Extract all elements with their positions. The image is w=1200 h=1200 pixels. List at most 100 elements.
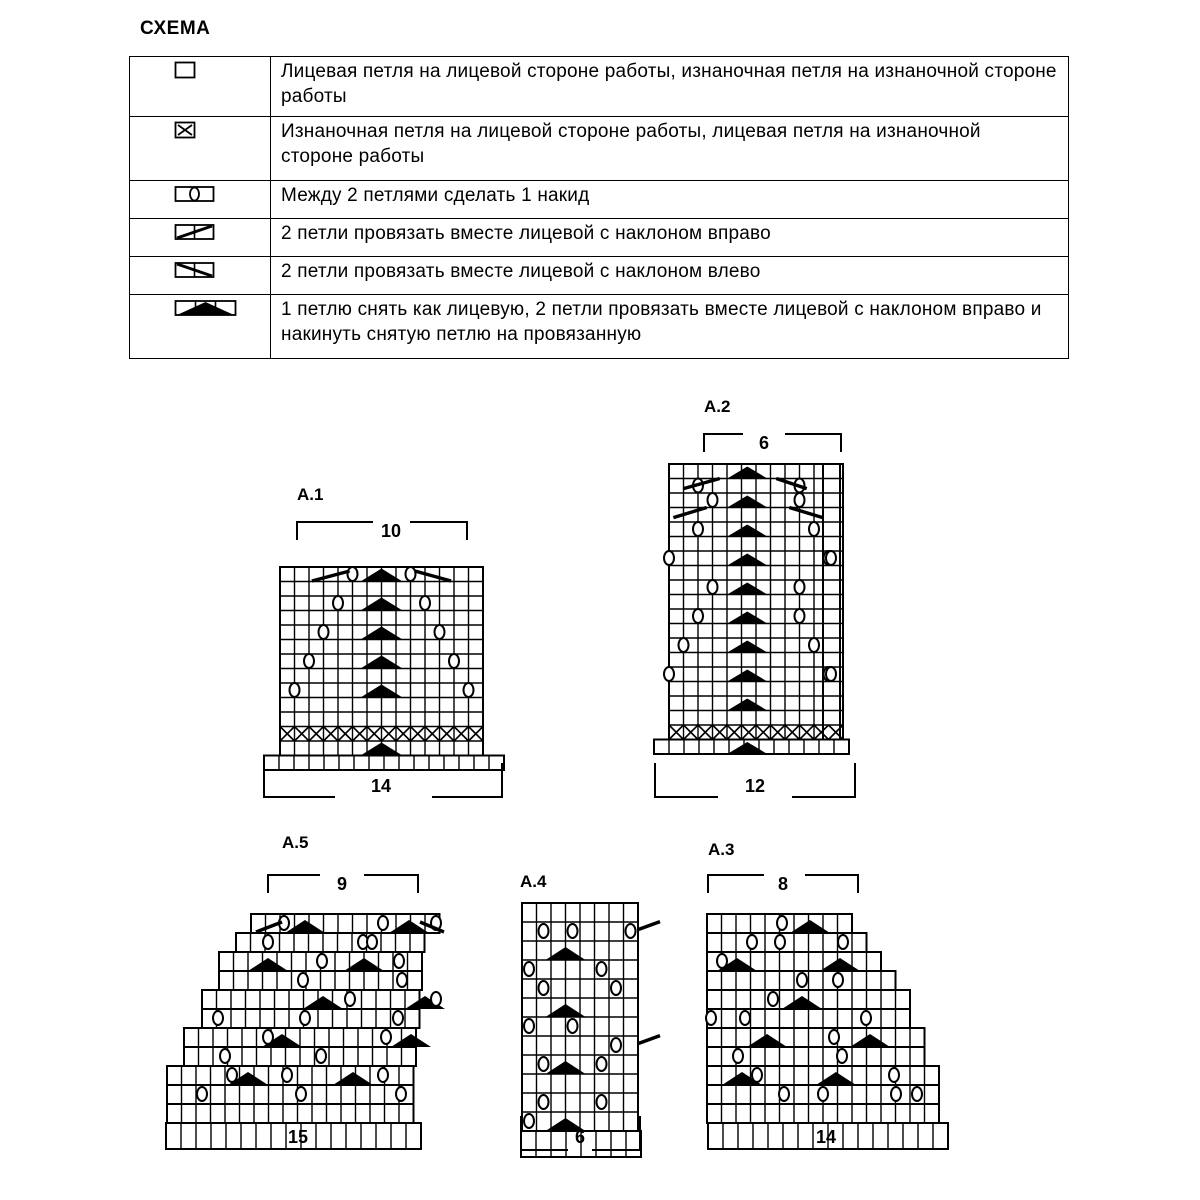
width-bracket xyxy=(654,763,718,798)
yarn-over-mark xyxy=(537,980,550,996)
yarn-over-mark xyxy=(288,682,301,698)
legend-text-double-decrease: 1 петлю снять как лицевую, 2 петли провя… xyxy=(270,294,1069,359)
ssk-left-icon xyxy=(174,262,215,278)
chart-a1 xyxy=(263,521,505,798)
double-decrease-mark xyxy=(727,698,768,711)
double-decrease-mark xyxy=(717,958,757,971)
double-decrease-mark xyxy=(747,1034,787,1047)
double-decrease-mark xyxy=(248,958,288,971)
decrease-slash-mark xyxy=(311,569,351,583)
decrease-slash-mark xyxy=(637,920,661,932)
yarn-over-mark xyxy=(706,579,719,595)
width-bracket xyxy=(520,1116,568,1151)
purl-cross-mark xyxy=(453,725,470,742)
purl-cross-mark xyxy=(279,725,296,742)
yarn-over-mark xyxy=(793,579,806,595)
yarn-over-mark xyxy=(692,521,704,537)
yarn-over-mark xyxy=(595,961,608,977)
yarn-over-mark xyxy=(462,682,475,698)
stitch-count-a3: 14 xyxy=(816,1127,836,1147)
legend-row-ssk: 2 петли провязать вместе лицевой с накло… xyxy=(129,256,1069,295)
yarn-over-mark xyxy=(825,550,837,566)
yarn-over-mark xyxy=(751,1067,763,1083)
yarn-over-mark xyxy=(419,595,431,611)
stitch-count-a1: 14 xyxy=(371,776,391,796)
decrease-slash-mark xyxy=(637,1034,661,1046)
purl-cross-square-icon xyxy=(174,121,196,139)
chart-a3 xyxy=(705,874,949,1150)
decrease-slash-mark xyxy=(788,505,824,520)
yarn-over-mark xyxy=(716,953,728,969)
yarn-over-mark xyxy=(888,1067,900,1083)
yarn-over-mark xyxy=(837,934,849,950)
chart-label-a1: A.1 xyxy=(297,485,323,504)
double-decrease-mark xyxy=(545,1004,586,1017)
width-bracket xyxy=(792,763,856,798)
double-decrease-mark xyxy=(727,524,768,537)
yarn-over-mark xyxy=(832,972,844,988)
yarn-over-mark xyxy=(860,1010,872,1026)
repeat-bracket xyxy=(296,521,373,540)
yarn-over-mark xyxy=(796,972,808,988)
decrease-slash-mark xyxy=(255,920,283,934)
decrease-slash-mark xyxy=(672,505,708,520)
purl-cross-mark xyxy=(409,725,426,742)
double-decrease-mark xyxy=(344,958,384,971)
legend-row-knit: Лицевая петля на лицевой стороне работы,… xyxy=(129,56,1069,117)
double-decrease-mark xyxy=(360,597,403,611)
yarn-over-mark xyxy=(677,637,690,653)
purl-cross-mark xyxy=(395,725,412,742)
yarn-over-mark xyxy=(523,961,535,977)
decrease-slash-mark xyxy=(775,476,808,491)
width-bracket xyxy=(432,763,503,798)
yarn-over-mark xyxy=(817,1086,829,1102)
double-decrease-mark xyxy=(360,742,403,756)
yarn-over-mark xyxy=(226,1067,238,1083)
yarn-over-mark xyxy=(332,595,344,611)
purl-cross-mark xyxy=(813,724,830,741)
yarn-over-mark xyxy=(663,666,675,682)
yarn-over-mark xyxy=(774,934,786,950)
purl-cross-mark xyxy=(682,724,699,741)
yarn-over-mark xyxy=(778,1086,790,1102)
yarn-over-mark xyxy=(212,1010,224,1026)
yarn-over-mark xyxy=(595,1056,608,1072)
double-decrease-mark xyxy=(727,742,768,754)
yarn-over-mark xyxy=(828,1029,840,1045)
yarn-over-mark xyxy=(776,915,788,931)
double-decrease-mark xyxy=(303,996,343,1009)
double-decrease-mark xyxy=(816,1072,856,1085)
yarn-over-mark xyxy=(890,1086,902,1102)
yarn-over-mark xyxy=(377,1067,389,1083)
double-decrease-mark xyxy=(360,568,403,582)
yarn-over-icon xyxy=(174,186,215,202)
yarn-over-mark xyxy=(448,653,460,669)
yarn-over-mark xyxy=(303,653,315,669)
yarn-over-mark xyxy=(705,1010,717,1026)
yarn-over-mark xyxy=(366,934,378,950)
double-decrease-mark xyxy=(727,495,768,508)
purl-cross-mark xyxy=(769,724,786,741)
legend-text-purl: Изнаночная петля на лицевой стороне рабо… xyxy=(270,116,1069,181)
purl-cross-mark xyxy=(467,725,484,742)
purl-cross-mark xyxy=(726,724,743,741)
yarn-over-mark xyxy=(767,991,779,1007)
k2tog-right-icon xyxy=(174,224,215,240)
double-decrease-mark xyxy=(727,640,768,653)
yarn-over-mark xyxy=(433,624,446,640)
yarn-over-mark xyxy=(315,1048,327,1064)
a5-base-frame xyxy=(165,1122,422,1150)
yarn-over-mark xyxy=(566,923,579,939)
a3-row-frame xyxy=(706,1027,926,1048)
chart-a4 xyxy=(520,902,661,1158)
yarn-over-mark xyxy=(537,923,550,939)
chart-label-a3: A.3 xyxy=(708,840,734,859)
yarn-over-mark xyxy=(317,624,330,640)
chart-label-a4: A.4 xyxy=(520,872,547,891)
purl-cross-mark xyxy=(438,725,455,742)
double-decrease-mark xyxy=(389,920,429,933)
yarn-over-mark xyxy=(346,566,359,582)
yarn-over-mark xyxy=(297,972,309,988)
yarn-over-mark xyxy=(377,915,389,931)
yarn-over-mark xyxy=(610,1037,622,1053)
